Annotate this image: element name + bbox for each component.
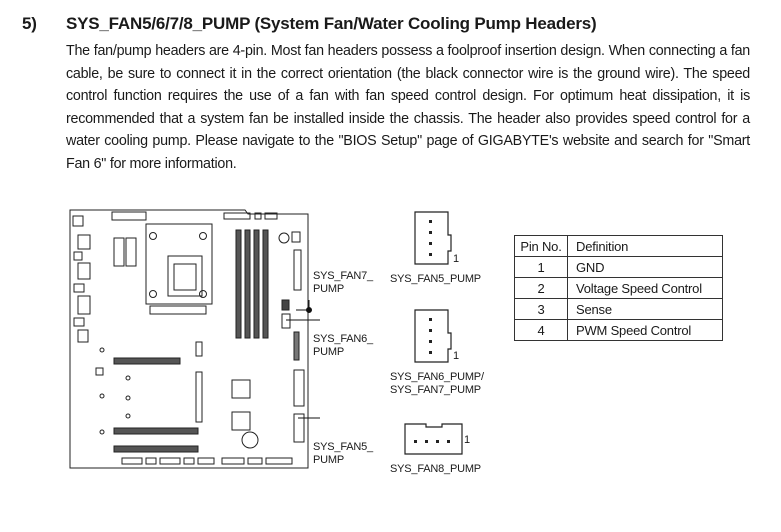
connector-fan8-pin1: 1 [464,434,470,446]
table-row: 3 Sense [514,298,723,320]
motherboard-diagram [69,209,320,469]
callout-sys-fan7: SYS_FAN7_ PUMP [313,270,373,295]
pin-definition-table: Pin No. Definition 1 GND 2 Voltage Speed… [514,235,723,341]
pin-number-cell: 4 [514,319,568,341]
table-row: 4 PWM Speed Control [514,319,723,341]
table-row: 2 Voltage Speed Control [514,277,723,299]
connector-fan8-caption: SYS_FAN8_PUMP [390,463,481,475]
column-header-pin-no: Pin No. [514,235,568,257]
pin-number-cell: 3 [514,298,568,320]
section-heading: 5) SYS_FAN5/6/7/8_PUMP (System Fan/Water … [22,14,597,34]
pin-definition-cell: Sense [567,298,723,320]
pin-number-cell: 2 [514,277,568,299]
table-row: 1 GND [514,256,723,278]
section-title: SYS_FAN5/6/7/8_PUMP (System Fan/Water Co… [66,14,597,33]
connector-fan5-pin1: 1 [453,253,459,265]
connector-fan67-caption: SYS_FAN6_PUMP/ SYS_FAN7_PUMP [390,371,484,396]
pin-definition-cell: Voltage Speed Control [567,277,723,299]
pin-number-cell: 1 [514,256,568,278]
column-header-definition: Definition [567,235,723,257]
connector-fan8-diagram [404,423,463,455]
callout-sys-fan5: SYS_FAN5_ PUMP [313,441,373,466]
table-header-row: Pin No. Definition [514,235,723,257]
pin-definition-cell: GND [567,256,723,278]
callout-sys-fan6: SYS_FAN6_ PUMP [313,333,373,358]
section-number: 5) [22,14,37,33]
connector-fan5-diagram [414,211,452,265]
connector-fan67-diagram [414,309,452,363]
connector-fan5-caption: SYS_FAN5_PUMP [390,273,481,285]
section-body: The fan/pump headers are 4-pin. Most fan… [66,43,750,172]
pin-definition-cell: PWM Speed Control [567,319,723,341]
connector-fan67-pin1: 1 [453,350,459,362]
